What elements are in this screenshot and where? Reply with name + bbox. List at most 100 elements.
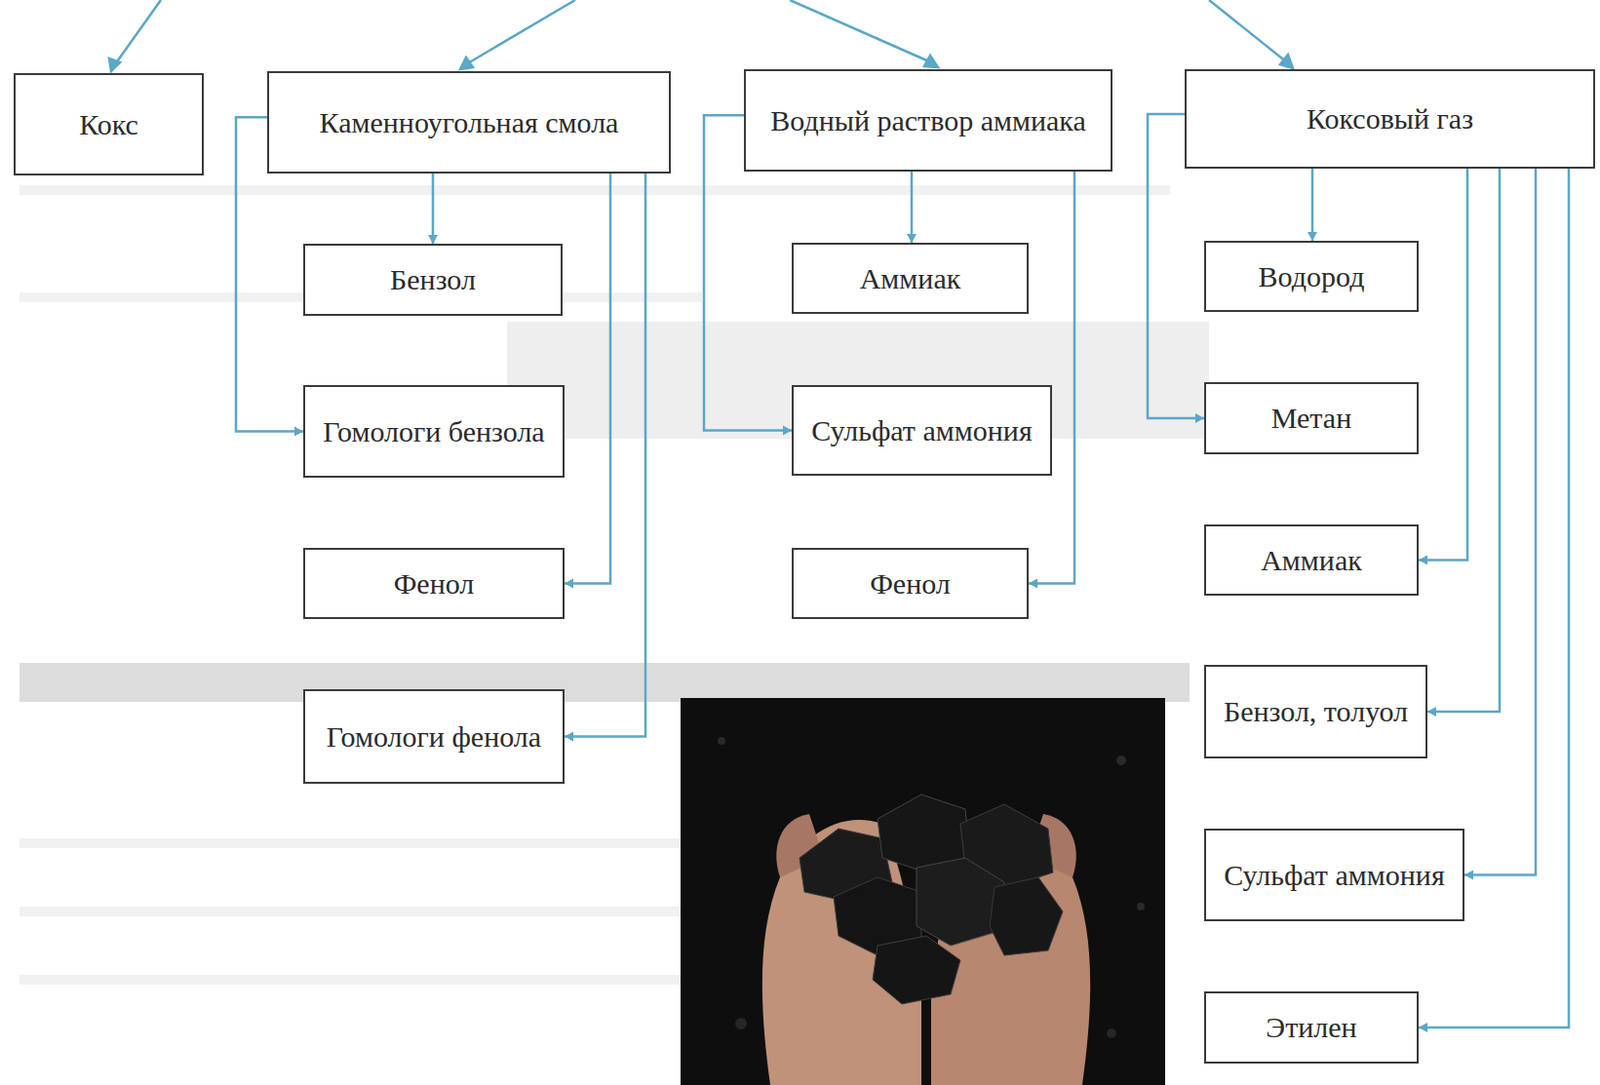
process-box: Водород <box>1204 240 1419 313</box>
coal-lump <box>989 877 1063 956</box>
faded-line <box>19 838 683 849</box>
coal-speck <box>1106 1028 1117 1039</box>
box-texts: Гомологи бензола <box>312 410 554 454</box>
box-label: Фенол <box>859 562 961 606</box>
arrow-head <box>1418 1022 1428 1033</box>
process-box: Гомологи бензола <box>303 385 565 478</box>
process-box: Водный раствор аммиака <box>743 69 1113 172</box>
arrow-head <box>924 55 938 68</box>
box-label: Коксовый газ <box>1296 97 1483 141</box>
box-label: Бензол <box>380 258 486 302</box>
connector-line <box>431 173 435 244</box>
box-texts: Аммиак <box>1250 539 1372 583</box>
process-box: Этилен <box>1204 991 1419 1064</box>
box-label: Аммиак <box>1250 539 1372 583</box>
arrow-head <box>564 579 574 589</box>
connector-line <box>1418 168 1468 561</box>
box-texts: Сульфат аммония <box>1213 854 1454 898</box>
connector-arrow <box>1427 168 1500 717</box>
process-box: Коксовый газ <box>1184 69 1596 169</box>
coal-speck <box>1116 755 1127 766</box>
connector-arrow <box>1028 171 1075 589</box>
box-label: Аммиак <box>850 257 972 301</box>
box-texts: Коксовый газ <box>1296 97 1483 141</box>
arrow-head <box>1427 706 1437 717</box>
box-texts: Кокс <box>69 103 149 147</box>
connector-line <box>564 173 646 738</box>
box-label: Водород <box>1248 255 1375 299</box>
incoming-line <box>1209 0 1288 63</box>
connector-arrow <box>906 171 917 243</box>
faded-line <box>19 906 683 917</box>
box-texts: Фенол <box>859 562 961 606</box>
box-texts: Метан <box>1261 396 1362 440</box>
process-box: Сульфат аммония <box>1204 828 1465 922</box>
arrow-head <box>906 234 917 243</box>
process-box: Бензол <box>303 243 563 316</box>
connector-arrow <box>564 173 611 589</box>
box-label: Каменноугольная смола <box>310 101 629 145</box>
process-box: Аммиак <box>791 242 1029 314</box>
box-texts: Водный раствор аммиака <box>760 99 1095 143</box>
incoming-line <box>789 0 932 63</box>
arrow-head <box>782 426 792 436</box>
connector-arrow <box>428 173 438 244</box>
connector-arrow <box>1418 168 1468 566</box>
box-label: Метан <box>1261 396 1362 440</box>
box-label: Гомологи бензола <box>312 410 554 454</box>
arrow-head <box>1195 413 1205 424</box>
process-box: Метан <box>1204 382 1419 455</box>
box-label: Фенол <box>384 562 485 606</box>
connector-arrow <box>564 173 646 742</box>
faded-line <box>19 185 1171 196</box>
box-texts: Гомологи фенола <box>316 715 551 759</box>
box-texts: Аммиак <box>850 257 972 301</box>
coal-photo <box>680 698 1166 1085</box>
coal-speck <box>735 1017 747 1030</box>
box-label: Водный раствор аммиака <box>760 99 1095 143</box>
connector-arrow <box>1464 168 1536 881</box>
arrow-head <box>1280 54 1293 69</box>
box-label: Этилен <box>1255 1006 1366 1050</box>
box-texts: Бензол <box>380 258 486 302</box>
arrow-head <box>460 57 473 70</box>
faded-band <box>19 663 1190 703</box>
arrow-head <box>428 234 438 244</box>
box-texts: Этилен <box>1255 1006 1366 1050</box>
process-box: Аммиак <box>1204 524 1419 596</box>
process-box: Бензол, толуол <box>1204 664 1428 759</box>
connector-line <box>1311 168 1315 241</box>
process-box: Кокс <box>13 73 204 176</box>
photo-ground <box>680 698 1166 1085</box>
coal-speck <box>717 737 726 745</box>
box-label: Кокс <box>69 103 149 147</box>
box-texts: Сульфат аммония <box>801 409 1042 453</box>
process-box: Фенол <box>303 547 565 620</box>
process-box: Сульфат аммония <box>791 385 1053 476</box>
arrow-head <box>1307 232 1318 241</box>
faded-line <box>19 975 683 985</box>
arrow-head <box>109 58 120 72</box>
arrow-head <box>564 732 574 742</box>
box-texts: Водород <box>1248 255 1375 299</box>
faded-page <box>19 185 1210 985</box>
box-label: Сульфат аммония <box>1213 854 1454 898</box>
arrow-head <box>1028 579 1038 589</box>
incoming-line <box>466 0 576 65</box>
connector-line <box>564 173 611 585</box>
process-box: Фенол <box>791 547 1029 620</box>
connector-line <box>910 171 914 243</box>
coal-lump <box>916 858 1005 946</box>
arrow-head <box>294 427 304 437</box>
coal-speck <box>1136 902 1145 911</box>
connector-line <box>1464 168 1536 876</box>
connector-line <box>1427 168 1500 712</box>
box-label: Сульфат аммония <box>801 409 1042 453</box>
box-label: Бензол, толуол <box>1213 690 1418 734</box>
box-label: Гомологи фенола <box>316 715 551 759</box>
incoming-line <box>115 0 161 65</box>
arrow-head <box>1464 870 1474 881</box>
box-texts: Каменноугольная смола <box>310 101 629 145</box>
coal-lump <box>872 936 961 1005</box>
